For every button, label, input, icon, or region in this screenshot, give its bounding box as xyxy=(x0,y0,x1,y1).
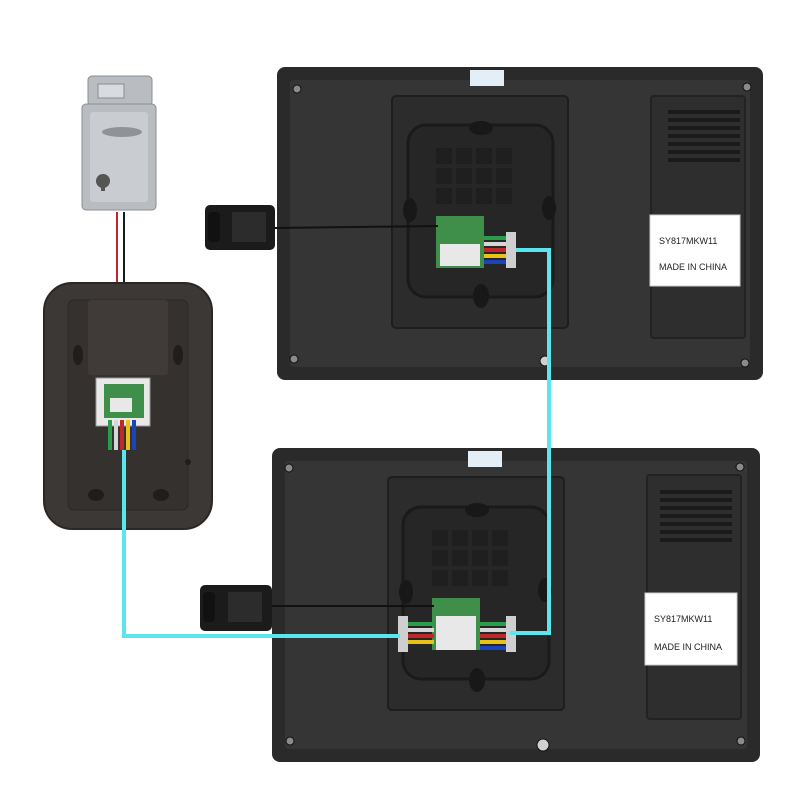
speaker-holes xyxy=(660,490,732,542)
doorbell-screw-hole xyxy=(88,489,104,501)
wire-connector xyxy=(506,232,516,268)
lock-keyhole-slot xyxy=(101,181,105,191)
product-label xyxy=(644,592,738,666)
power-adapter-icon xyxy=(200,585,272,631)
bracket-slot-left xyxy=(399,580,413,604)
lock-brand-badge xyxy=(102,127,142,137)
terminal-block xyxy=(440,244,480,266)
bracket-slot-bottom xyxy=(469,668,485,692)
bracket-slot-top xyxy=(465,503,489,517)
cable-monitor1-to-monitor2 xyxy=(510,248,551,635)
speaker-holes xyxy=(668,110,740,162)
bracket-grid xyxy=(432,530,508,586)
model-label: SY817MKW11 xyxy=(659,236,717,246)
adapter-sticker xyxy=(232,212,266,242)
power-adapter-icon xyxy=(205,205,275,250)
electric-lock-icon xyxy=(81,75,157,211)
bracket-slot-right xyxy=(542,196,556,220)
indoor-monitor-icon: SY817MKW11 MADE IN CHINA xyxy=(277,67,763,380)
screw-icon xyxy=(289,82,752,368)
terminal-block xyxy=(436,616,476,650)
screw-icon xyxy=(284,462,746,746)
doorbell-small-hole xyxy=(185,459,191,465)
doorbell-slot xyxy=(73,345,83,365)
terminal-wires-left xyxy=(404,622,434,644)
lock-bolt xyxy=(97,83,125,99)
bracket-slot-bottom xyxy=(473,284,489,308)
adapter-prongs xyxy=(208,212,220,242)
terminal-wires-right xyxy=(480,622,510,650)
doorbell-screw-hole xyxy=(153,489,169,501)
origin-label: MADE IN CHINA xyxy=(654,642,722,652)
doorbell-slot xyxy=(173,345,183,365)
bracket-slot-left xyxy=(403,198,417,222)
indoor-monitor-icon: SY817MKW11 MADE IN CHINA xyxy=(272,448,760,762)
outdoor-camera-doorbell-icon xyxy=(43,282,213,530)
top-sticker xyxy=(470,70,504,86)
bracket-grid xyxy=(436,148,512,204)
terminal-wires xyxy=(484,236,514,264)
model-label: SY817MKW11 xyxy=(654,614,712,624)
adapter-cord xyxy=(274,225,439,229)
product-label xyxy=(649,214,741,287)
doorbell-terminal-block xyxy=(110,398,132,412)
monitor-button xyxy=(536,738,550,752)
bracket-slot-top xyxy=(469,121,493,135)
adapter-sticker xyxy=(228,592,262,622)
cable-doorbell-to-monitor2 xyxy=(122,450,400,638)
lock-face xyxy=(90,112,148,202)
doorbell-terminal-wires xyxy=(108,420,136,450)
doorbell-raised-panel xyxy=(88,300,168,375)
wire-connector xyxy=(398,616,408,652)
origin-label: MADE IN CHINA xyxy=(659,262,727,272)
top-sticker xyxy=(468,451,502,467)
adapter-prongs xyxy=(203,592,215,622)
